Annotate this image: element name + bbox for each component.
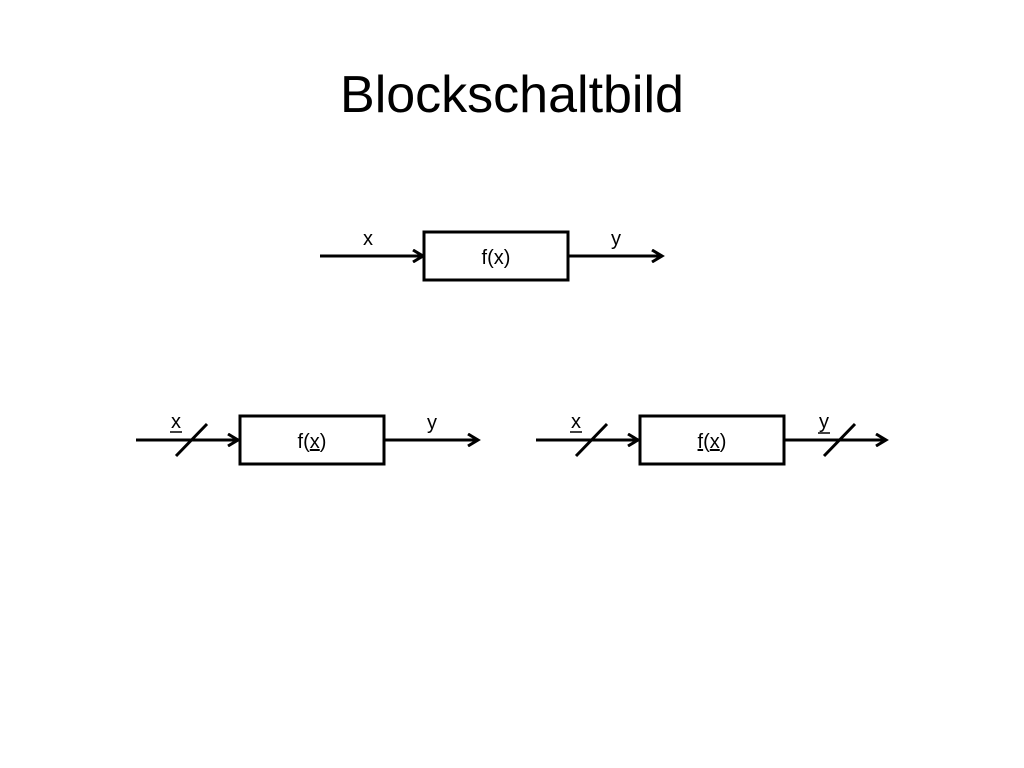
block-label-part: x	[494, 247, 504, 269]
input-label: x	[571, 411, 581, 433]
block-label-part: f(	[482, 247, 495, 269]
block-label-part: )	[320, 431, 327, 453]
diagram-vector-input-output: x f(x) y	[536, 411, 886, 466]
output-label: y	[427, 412, 437, 434]
block-label-part: )	[504, 247, 511, 269]
block-label-part: x	[710, 431, 720, 453]
function-block	[238, 414, 386, 466]
input-vector-slash	[574, 422, 609, 458]
diagram-scalar: x f(x) y	[320, 228, 662, 282]
input-label: x	[363, 228, 373, 250]
diagram-vector-input: x f(x) y	[136, 411, 478, 466]
block-label-part: )	[720, 431, 727, 453]
function-block	[638, 414, 786, 466]
function-block-label: f(x)	[298, 431, 327, 453]
block-label-part: f(	[298, 431, 311, 453]
input-vector-slash	[174, 422, 209, 458]
block-label-part: f	[698, 431, 704, 453]
function-block	[422, 230, 570, 282]
output-vector-slash	[822, 422, 857, 458]
input-label: x	[171, 411, 181, 433]
function-block-label: f(x)	[482, 247, 511, 269]
slide-title: Blockschaltbild	[340, 66, 684, 124]
function-block-label: f(x)	[698, 431, 727, 453]
block-label-part: x	[310, 431, 320, 453]
block-label-part: (	[703, 431, 710, 453]
output-label: y	[611, 228, 621, 250]
output-label: y	[819, 411, 829, 433]
